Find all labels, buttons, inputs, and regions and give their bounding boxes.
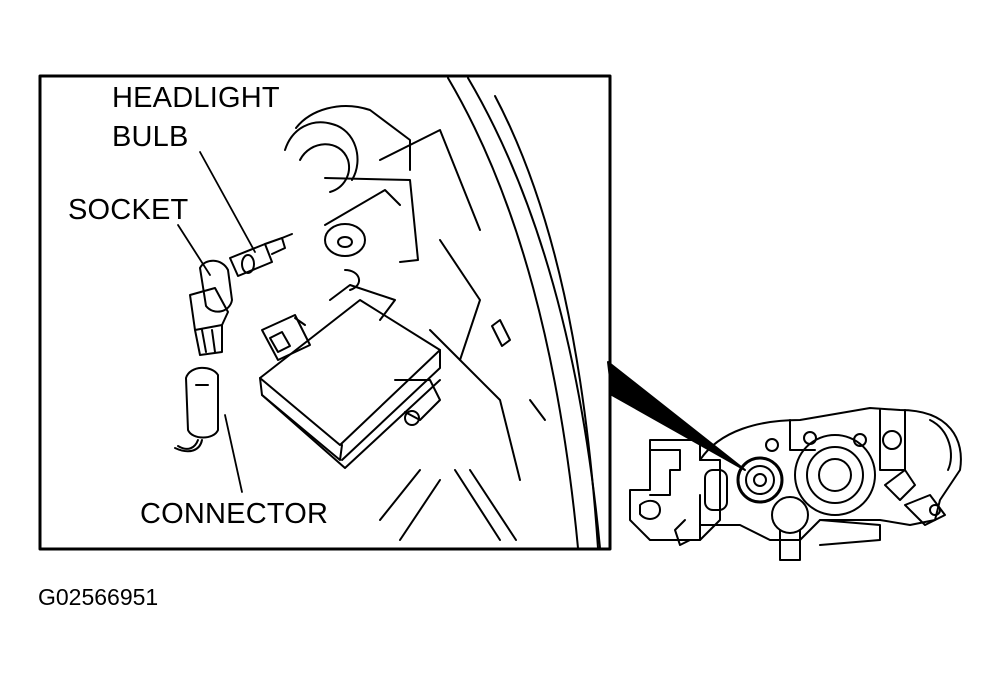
- headlight-housing: [284, 77, 601, 549]
- detail-view-frame: [38, 74, 612, 551]
- block-connector: [261, 314, 311, 361]
- connector-label: CONNECTOR: [140, 498, 329, 530]
- headlight-assembly-overview: [629, 407, 962, 561]
- socket-label: SOCKET: [68, 194, 189, 226]
- detail-pointer-wedge: [607, 361, 746, 471]
- connector-plug: [174, 366, 219, 453]
- headlight-bulb: [229, 233, 293, 277]
- figure-id: G02566951: [38, 584, 159, 610]
- headlight-bulb-label-line2: BULB: [112, 121, 189, 153]
- housing-block: [259, 269, 441, 469]
- headlight-bulb-label-line1: HEADLIGHT: [112, 82, 280, 114]
- leader-lines: [177, 151, 256, 493]
- socket: [189, 259, 233, 356]
